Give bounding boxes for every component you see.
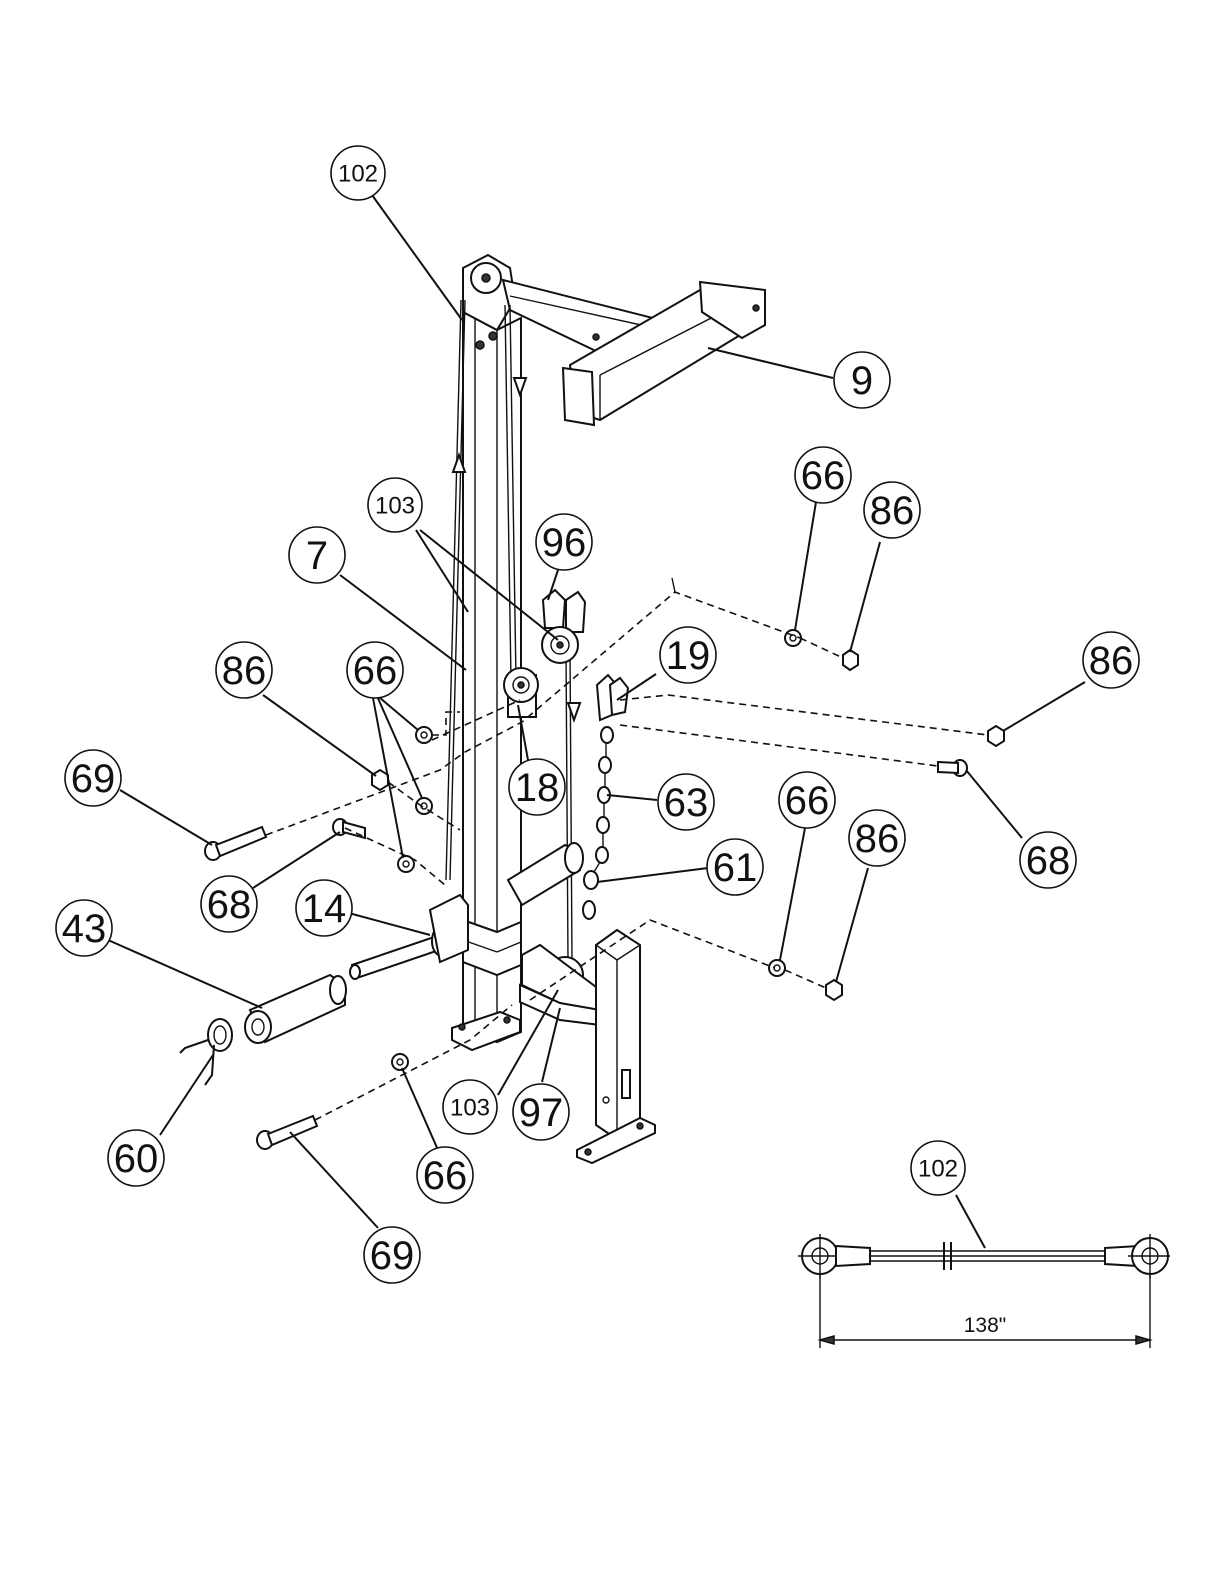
sleeve-43 xyxy=(245,975,346,1043)
callout-102-top: 102 xyxy=(331,146,385,200)
svg-text:66: 66 xyxy=(801,454,846,498)
callout-96: 96 xyxy=(536,514,592,570)
dimension-label: 138" xyxy=(964,1314,1007,1337)
callout-18: 18 xyxy=(509,759,565,815)
svg-text:102: 102 xyxy=(338,161,378,188)
svg-text:86: 86 xyxy=(222,649,267,693)
svg-text:9: 9 xyxy=(851,359,873,403)
callout-68-left: 68 xyxy=(201,876,257,932)
callout-86-left: 86 xyxy=(216,642,272,698)
callout-60: 60 xyxy=(108,1130,164,1186)
svg-text:86: 86 xyxy=(855,817,900,861)
callout-86-middle-right: 86 xyxy=(849,810,905,866)
callout-66-middle-right: 66 xyxy=(779,772,835,828)
callout-19: 19 xyxy=(660,627,716,683)
svg-text:96: 96 xyxy=(542,521,587,565)
callout-97: 97 xyxy=(513,1084,569,1140)
cable-detail: 138" xyxy=(798,1195,1170,1348)
callout-69-bottom: 69 xyxy=(364,1227,420,1283)
svg-text:68: 68 xyxy=(1026,839,1071,883)
callout-66-left: 66 xyxy=(347,642,403,698)
svg-text:61: 61 xyxy=(713,846,758,890)
svg-text:66: 66 xyxy=(423,1154,468,1198)
pulley-upper-96 xyxy=(542,590,585,663)
callout-63: 63 xyxy=(658,774,714,830)
svg-text:97: 97 xyxy=(519,1091,564,1135)
svg-text:86: 86 xyxy=(1089,639,1134,683)
callout-86-right: 86 xyxy=(1083,632,1139,688)
callout-61: 61 xyxy=(707,839,763,895)
svg-text:69: 69 xyxy=(370,1234,415,1278)
callout-68-right: 68 xyxy=(1020,832,1076,888)
svg-text:69: 69 xyxy=(71,757,116,801)
svg-text:60: 60 xyxy=(114,1137,159,1181)
svg-text:103: 103 xyxy=(450,1095,490,1122)
svg-text:66: 66 xyxy=(353,649,398,693)
callout-102-detail: 102 xyxy=(911,1141,965,1195)
callout-103-upper: 103 xyxy=(368,478,422,532)
callout-43: 43 xyxy=(56,900,112,956)
spring-clip-60 xyxy=(180,1019,232,1085)
callout-69-left: 69 xyxy=(65,750,121,806)
callout-66-top-right: 66 xyxy=(795,447,851,503)
svg-text:102: 102 xyxy=(918,1156,958,1183)
svg-text:14: 14 xyxy=(302,887,347,931)
svg-text:43: 43 xyxy=(62,907,107,951)
svg-text:18: 18 xyxy=(515,766,560,810)
pin-14 xyxy=(350,895,468,979)
callout-9: 9 xyxy=(834,352,890,408)
svg-text:68: 68 xyxy=(207,883,252,927)
svg-text:103: 103 xyxy=(375,493,415,520)
callout-14: 14 xyxy=(296,880,352,936)
callout-66-bottom: 66 xyxy=(417,1147,473,1203)
svg-text:63: 63 xyxy=(664,781,709,825)
svg-text:19: 19 xyxy=(666,634,711,678)
pulley-middle-18 xyxy=(504,668,538,717)
callout-86-top-right: 86 xyxy=(864,482,920,538)
upright-post xyxy=(577,930,655,1163)
svg-text:86: 86 xyxy=(870,489,915,533)
callout-7: 7 xyxy=(289,527,345,583)
svg-text:66: 66 xyxy=(785,779,830,823)
callout-103-lower: 103 xyxy=(443,1080,497,1134)
svg-text:7: 7 xyxy=(306,534,328,578)
